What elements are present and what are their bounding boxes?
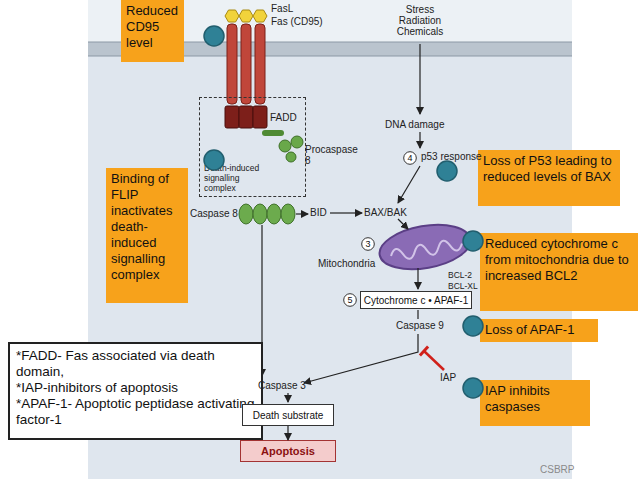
caspase-8-bead [267, 204, 281, 224]
pathway-label: FADD [270, 112, 297, 123]
teal-marker [204, 26, 224, 46]
node-text: Apoptosis [261, 445, 315, 457]
fasl-ligand [225, 10, 239, 22]
pathway-arrow [287, 393, 288, 402]
node-text: Reduced CD95 level [126, 3, 179, 51]
node-text: Death substrate [253, 410, 324, 421]
pathway-label: IAP [440, 372, 456, 383]
process-box: Death substrate [242, 404, 334, 426]
procaspase-link [262, 130, 284, 136]
node-text: Loss of APAF-1 [485, 322, 593, 338]
pathway-label: Mitochondria [318, 258, 375, 269]
node-text: *FADD- Fas associated via death domain, [16, 348, 255, 380]
callout-box: Binding of FLIP inactivates death-induce… [106, 168, 188, 303]
teal-marker [204, 150, 224, 170]
mitochondrion [376, 218, 474, 275]
flow-arrow [287, 426, 288, 440]
teal-marker [463, 316, 483, 336]
fasl-ligand [253, 10, 267, 22]
teal-marker [463, 231, 483, 251]
node-text: Reduced cytochrome c from mitochondria d… [485, 236, 633, 284]
node-text: 5 [343, 293, 357, 307]
pathway-label: Caspase 3 [258, 380, 306, 391]
fas-receptor [241, 24, 251, 104]
pathway-label: DNA damage [385, 119, 444, 130]
pathway-label: Caspase 9 [396, 320, 444, 331]
caspase-8-bead [239, 204, 253, 224]
node-text: 3 [361, 237, 375, 251]
pathway-label: Fas (CD95) [271, 16, 323, 27]
pathway-label: FasL [271, 3, 293, 14]
circle-shape [362, 238, 375, 251]
fas-receptor [227, 24, 237, 104]
procaspase-8 [279, 140, 291, 152]
mitochondrial-cristae [390, 238, 463, 262]
pathway-label: BAX/BAK [364, 207, 407, 218]
pathway-arrow [417, 268, 418, 289]
teal-marker [463, 378, 483, 398]
caspase-8-bead [253, 204, 267, 224]
process-box: Cytochrome c • APAF-1 [360, 291, 472, 309]
pathway-label: Procaspase 8 [305, 144, 359, 166]
fadd-adaptor [225, 106, 239, 128]
fasl-ligand [239, 10, 253, 22]
callout-box: Loss of APAF-1 [480, 319, 598, 342]
teal-marker [437, 161, 457, 181]
node-text: 4 [403, 151, 417, 165]
pathway-line [417, 310, 418, 319]
callout-box: Reduced cytochrome c from mitochondria d… [480, 233, 638, 311]
pathway-arrow [330, 212, 362, 213]
circle-shape [404, 152, 417, 165]
pathway-label: Caspase 8 [190, 208, 238, 219]
pathway-arrow [398, 166, 420, 203]
node-text: Binding of FLIP inactivates death-induce… [111, 171, 183, 283]
node-text: Cytochrome c • APAF-1 [364, 295, 468, 306]
inhibition-bar [420, 347, 428, 356]
pathway-arrow [419, 132, 420, 148]
procaspase-8 [286, 152, 296, 162]
note-box: *FADD- Fas associated via death domain,*… [8, 342, 263, 440]
node-text: Death-induced signalling complex [204, 163, 270, 193]
node-text: *IAP-inhibitors of apoptosis [16, 380, 255, 396]
fas-receptor [255, 24, 265, 104]
callout-box: Loss of P53 leading to reduced levels of… [478, 150, 620, 206]
step-number: 4 [403, 151, 417, 165]
fadd-adaptor [253, 106, 267, 128]
node-text: IAP inhibits caspases [485, 383, 585, 415]
pathway-arrow [419, 44, 420, 114]
caspase-8-bead [281, 204, 295, 224]
watermark: CSBRP [540, 464, 574, 475]
outcome-box: Apoptosis [240, 440, 336, 462]
procaspase-8 [291, 136, 303, 148]
pathway-arrow [398, 219, 408, 229]
fadd-adaptor [239, 106, 253, 128]
pathway-label: BCL-2 BCL-XL [448, 270, 479, 292]
callout-box: IAP inhibits caspases [480, 380, 590, 426]
inhibition-line [424, 351, 444, 370]
step-number: 3 [361, 237, 375, 251]
circle-shape [344, 294, 357, 307]
pathway-label: Stress Radiation Chemicals [392, 4, 448, 37]
pathway-arrow [296, 213, 308, 214]
node-text: *APAF-1- Apoptotic peptidase activating … [16, 396, 255, 428]
pathway-label: p53 response [421, 151, 482, 162]
pathway-label: BID [310, 207, 327, 218]
node-text: Loss of P53 leading to reduced levels of… [483, 153, 615, 185]
step-number: 5 [343, 293, 357, 307]
pathway-arrow [304, 334, 418, 383]
callout-box: Reduced CD95 level [121, 0, 184, 62]
